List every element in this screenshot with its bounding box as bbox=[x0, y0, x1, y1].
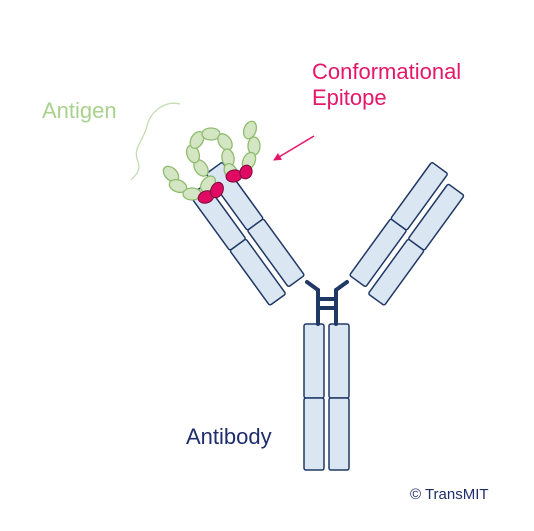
epitope-label: Conformational Epitope bbox=[312, 59, 461, 112]
heavy-chain-domain bbox=[303, 397, 325, 471]
copyright-notice: © TransMIT bbox=[410, 486, 489, 503]
epitope-label-line2: Epitope bbox=[312, 85, 387, 111]
hinge-region bbox=[305, 280, 349, 326]
heavy-chain-domain bbox=[328, 323, 350, 399]
heavy-chain-domain bbox=[206, 162, 264, 231]
antigen-label: Antigen bbox=[42, 98, 117, 123]
light-chain-domain bbox=[408, 183, 465, 251]
heavy-chain-domain bbox=[303, 323, 325, 399]
heavy-chain-domain bbox=[390, 162, 448, 231]
epitope-residue bbox=[239, 164, 253, 180]
antigen-folded-chain bbox=[162, 120, 261, 201]
antigen-chain-squiggle bbox=[130, 102, 181, 181]
fc-stem bbox=[303, 323, 350, 471]
heavy-chain-domain bbox=[328, 397, 350, 471]
conformational-epitope bbox=[197, 164, 253, 204]
epitope-arrow bbox=[273, 135, 315, 161]
antigen-bead bbox=[242, 120, 258, 140]
fab-arm-right bbox=[349, 162, 465, 306]
epitope-label-line1: Conformational bbox=[312, 59, 462, 84]
antigen-bead bbox=[189, 130, 205, 150]
antibody-label: Antibody bbox=[186, 424, 272, 449]
epitope-residue bbox=[210, 181, 224, 199]
